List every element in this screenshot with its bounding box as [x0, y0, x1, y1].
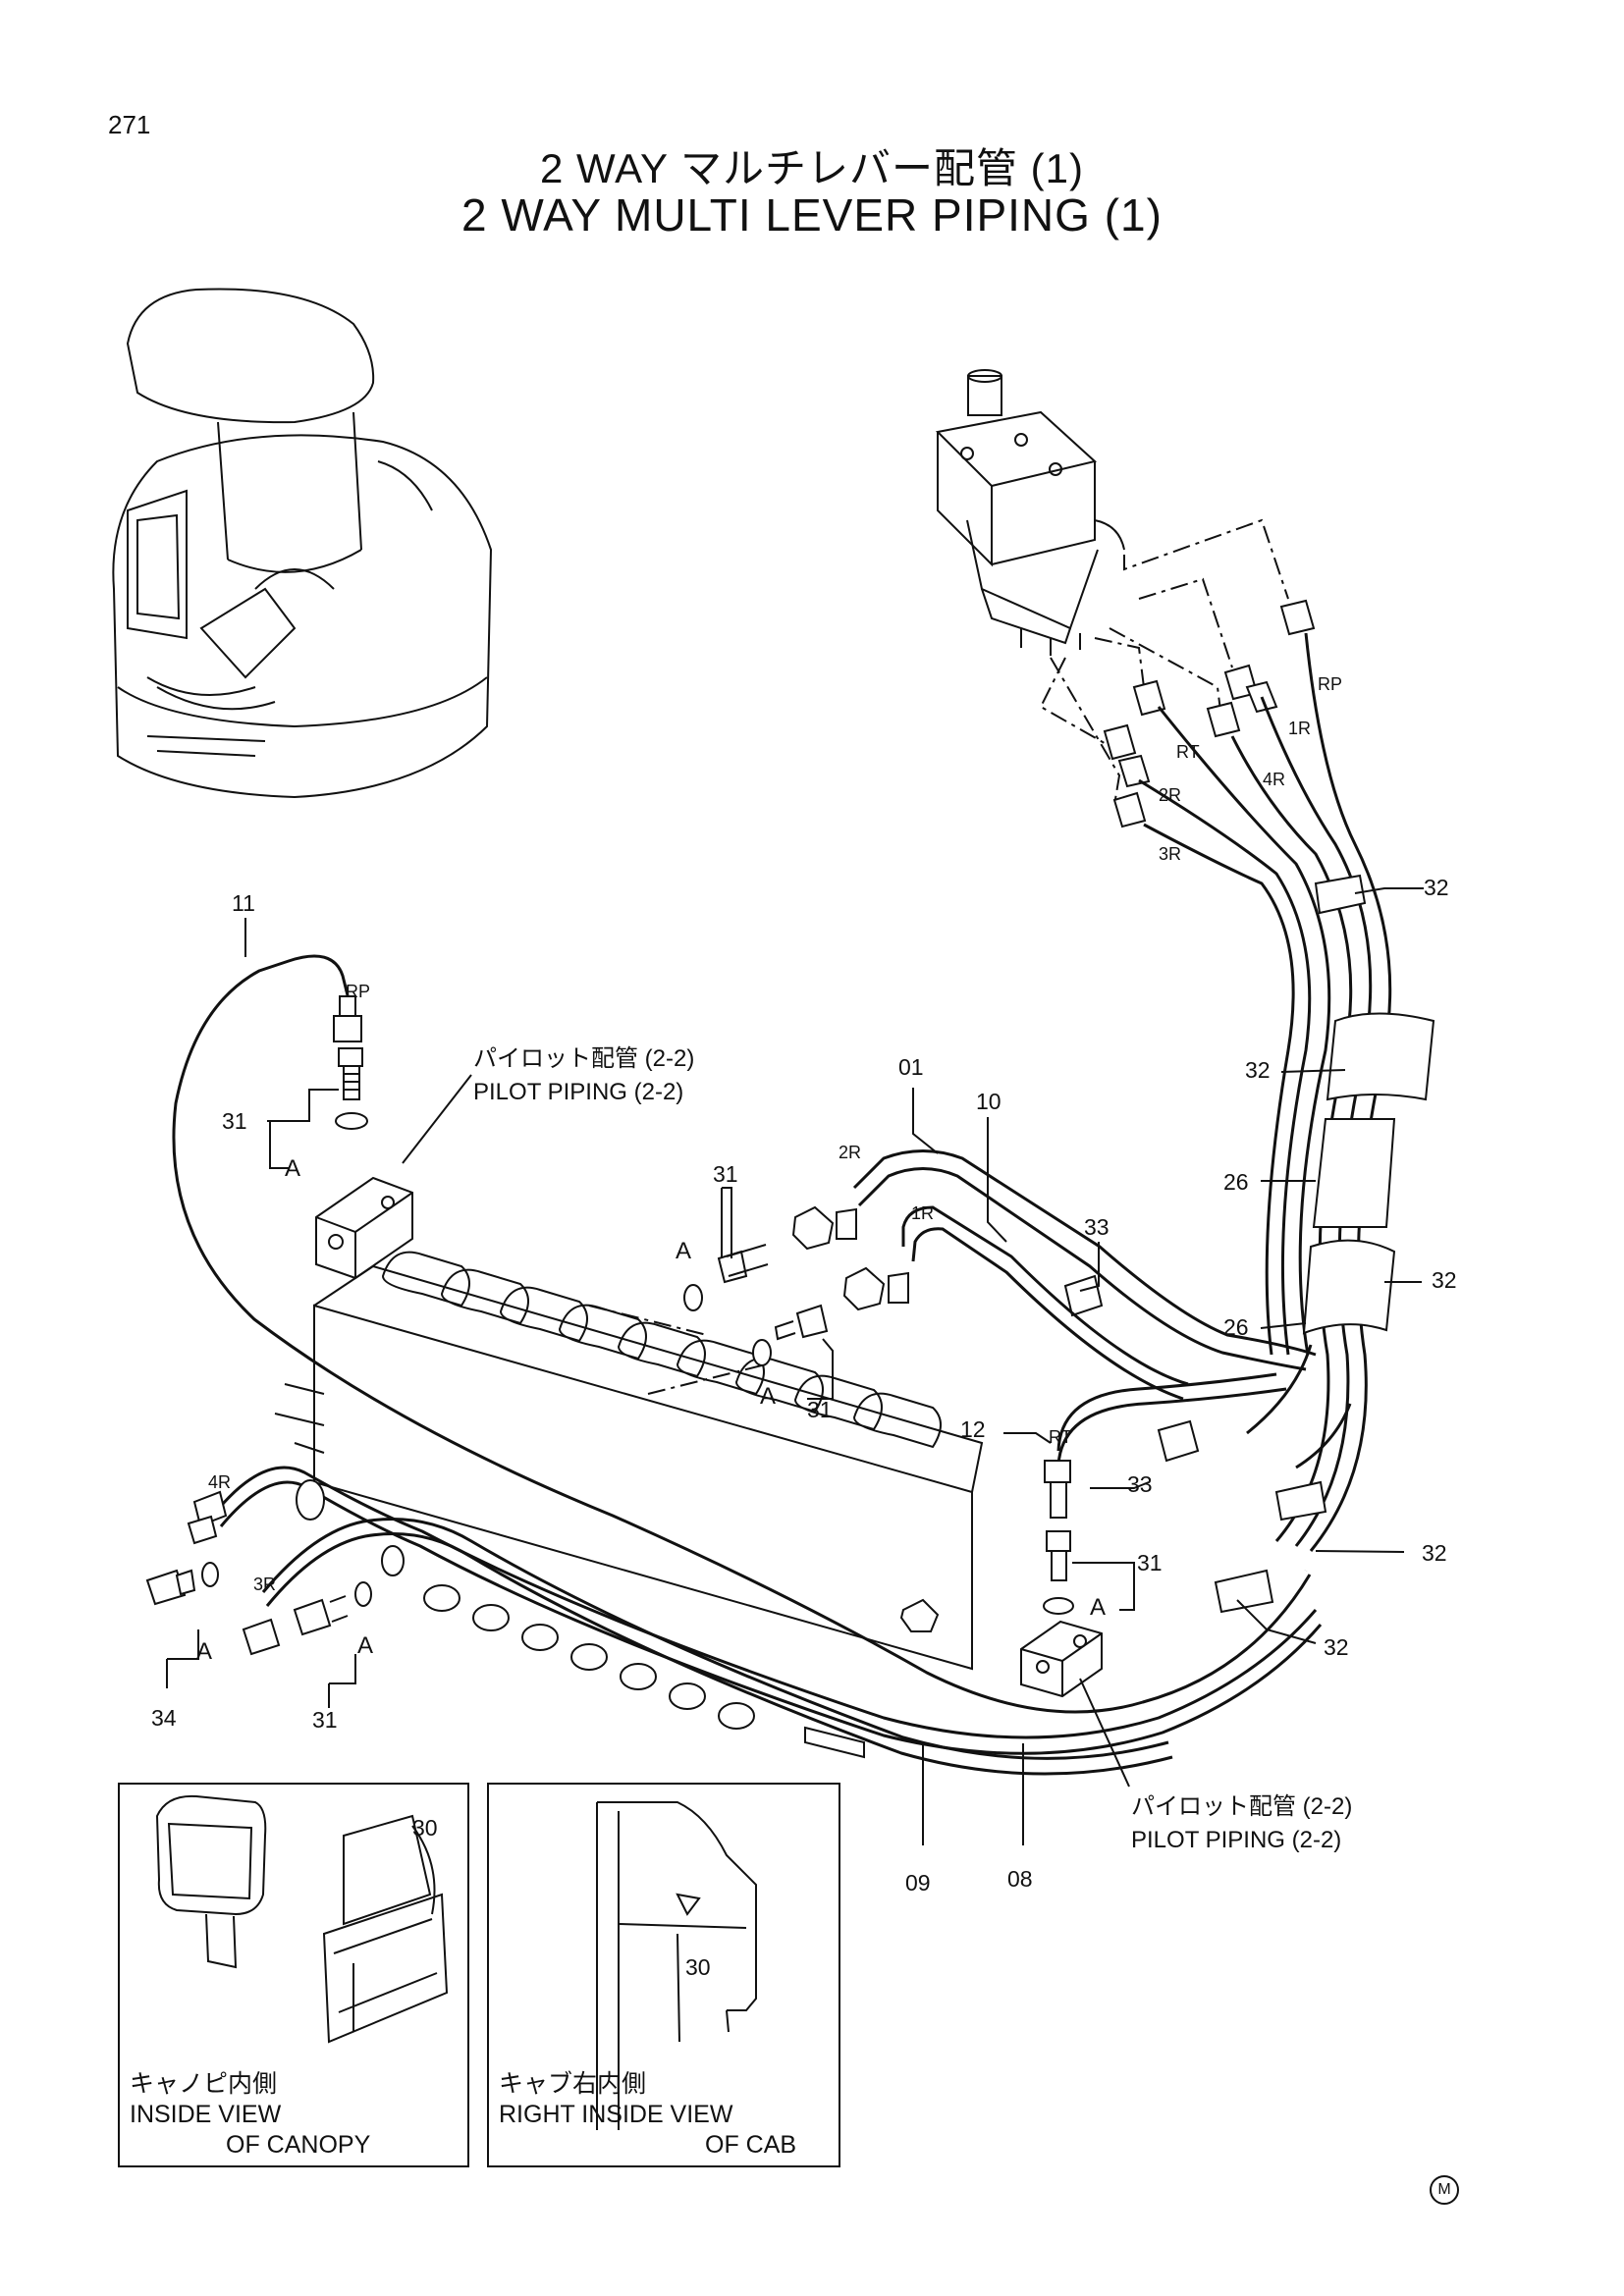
detail-a-center-upper: A — [676, 1238, 691, 1264]
port-rt-right: RT — [1049, 1427, 1072, 1447]
canopy-inset-illustration — [155, 1794, 449, 2044]
port-4r-valve: 4R — [208, 1472, 231, 1492]
detail-a-right: A — [1090, 1594, 1106, 1621]
port-rt-lever: RT — [1176, 742, 1200, 762]
callout-31-center-lower: 31 — [807, 1397, 833, 1422]
callout-33-lower: 33 — [1127, 1471, 1153, 1497]
port-2r-valve: 2R — [839, 1143, 861, 1162]
callout-32-top: 32 — [1424, 875, 1449, 900]
inset-cab-jp: キャブ右内側 — [499, 2070, 647, 2098]
inset-canopy-en2: OF CANOPY — [226, 2131, 371, 2159]
machine-overview-illustration — [112, 288, 493, 799]
detail-a-bottom-left: A — [196, 1638, 212, 1665]
inset-cab-en2: OF CAB — [705, 2131, 797, 2159]
callout-33-upper: 33 — [1084, 1214, 1110, 1240]
inset-canopy-en1: INSIDE VIEW — [130, 2101, 282, 2128]
callout-31-center-upper: 31 — [713, 1161, 738, 1187]
port-rp-left: RP — [346, 982, 370, 1001]
control-valve-illustration — [274, 1251, 984, 1759]
pilot-note-lower-jp: パイロット配管 (2-2) — [1131, 1793, 1352, 1820]
pilot-port-blocks — [315, 1176, 1103, 1698]
pilot-hoses — [166, 948, 1323, 1776]
cab-inset-illustration — [596, 1801, 757, 2130]
port-3r-valve: 3R — [253, 1575, 276, 1594]
port-1r-valve: 1R — [911, 1203, 934, 1223]
leader-lines — [166, 887, 1424, 1845]
pilot-note-lower-en: PILOT PIPING (2-2) — [1131, 1827, 1341, 1853]
callout-32-lower: 32 — [1422, 1540, 1447, 1566]
callout-30-cab: 30 — [685, 1954, 711, 1980]
callout-31-bottom: 31 — [312, 1707, 338, 1733]
port-2r-lever: 2R — [1159, 785, 1181, 805]
title-english: 2 WAY MULTI LEVER PIPING (1) — [461, 189, 1163, 240]
callout-32-mid: 32 — [1245, 1057, 1271, 1083]
title-japanese: 2 WAY マルチレバー配管 (1) — [540, 145, 1084, 191]
port-rp-lever: RP — [1318, 674, 1342, 694]
fittings-and-orings — [145, 995, 1074, 1656]
port-4r-lever: 4R — [1263, 770, 1285, 789]
multi-lever-illustration — [935, 369, 1125, 656]
callout-26-lower: 26 — [1223, 1314, 1249, 1340]
footer-circled-m-mark: M — [1430, 2175, 1459, 2205]
detail-a-center-lower: A — [760, 1383, 776, 1410]
callout-09: 09 — [905, 1870, 931, 1896]
inset-cab-caption: キャブ右内側 RIGHT INSIDE VIEW OF CAB — [499, 2069, 796, 2161]
inset-canopy-caption: キャノピ内側 INSIDE VIEW OF CANOPY — [130, 2069, 370, 2161]
detail-a-upper-left: A — [285, 1155, 300, 1182]
callout-08: 08 — [1007, 1866, 1033, 1892]
callout-31-right: 31 — [1137, 1550, 1163, 1575]
inset-cab-en1: RIGHT INSIDE VIEW — [499, 2101, 733, 2128]
port-3r-lever: 3R — [1159, 844, 1181, 864]
port-1r-lever: 1R — [1288, 719, 1311, 738]
callout-26-upper: 26 — [1223, 1169, 1249, 1195]
callout-12: 12 — [960, 1416, 986, 1442]
hose-wraps — [1063, 874, 1435, 1614]
inset-inside-view-canopy: キャノピ内側 INSIDE VIEW OF CANOPY — [118, 1783, 469, 2167]
callout-11: 11 — [232, 890, 255, 916]
detail-a-bottom-mid: A — [357, 1632, 373, 1659]
callout-10: 10 — [976, 1089, 1001, 1114]
inset-right-inside-view-cab: キャブ右内側 RIGHT INSIDE VIEW OF CAB — [487, 1783, 840, 2167]
page-number: 271 — [108, 110, 151, 139]
inset-canopy-jp: キャノピ内側 — [130, 2070, 278, 2098]
callout-30-canopy: 30 — [412, 1815, 438, 1841]
callout-32-right: 32 — [1432, 1267, 1457, 1293]
callout-32-bottom: 32 — [1324, 1634, 1349, 1660]
callout-31-upper-left: 31 — [222, 1108, 247, 1134]
pilot-note-upper-jp: パイロット配管 (2-2) — [473, 1045, 694, 1072]
pilot-note-upper-en: PILOT PIPING (2-2) — [473, 1079, 683, 1105]
lever-hose-fittings — [1103, 599, 1316, 828]
callout-34: 34 — [151, 1705, 177, 1731]
callout-01: 01 — [898, 1054, 924, 1080]
